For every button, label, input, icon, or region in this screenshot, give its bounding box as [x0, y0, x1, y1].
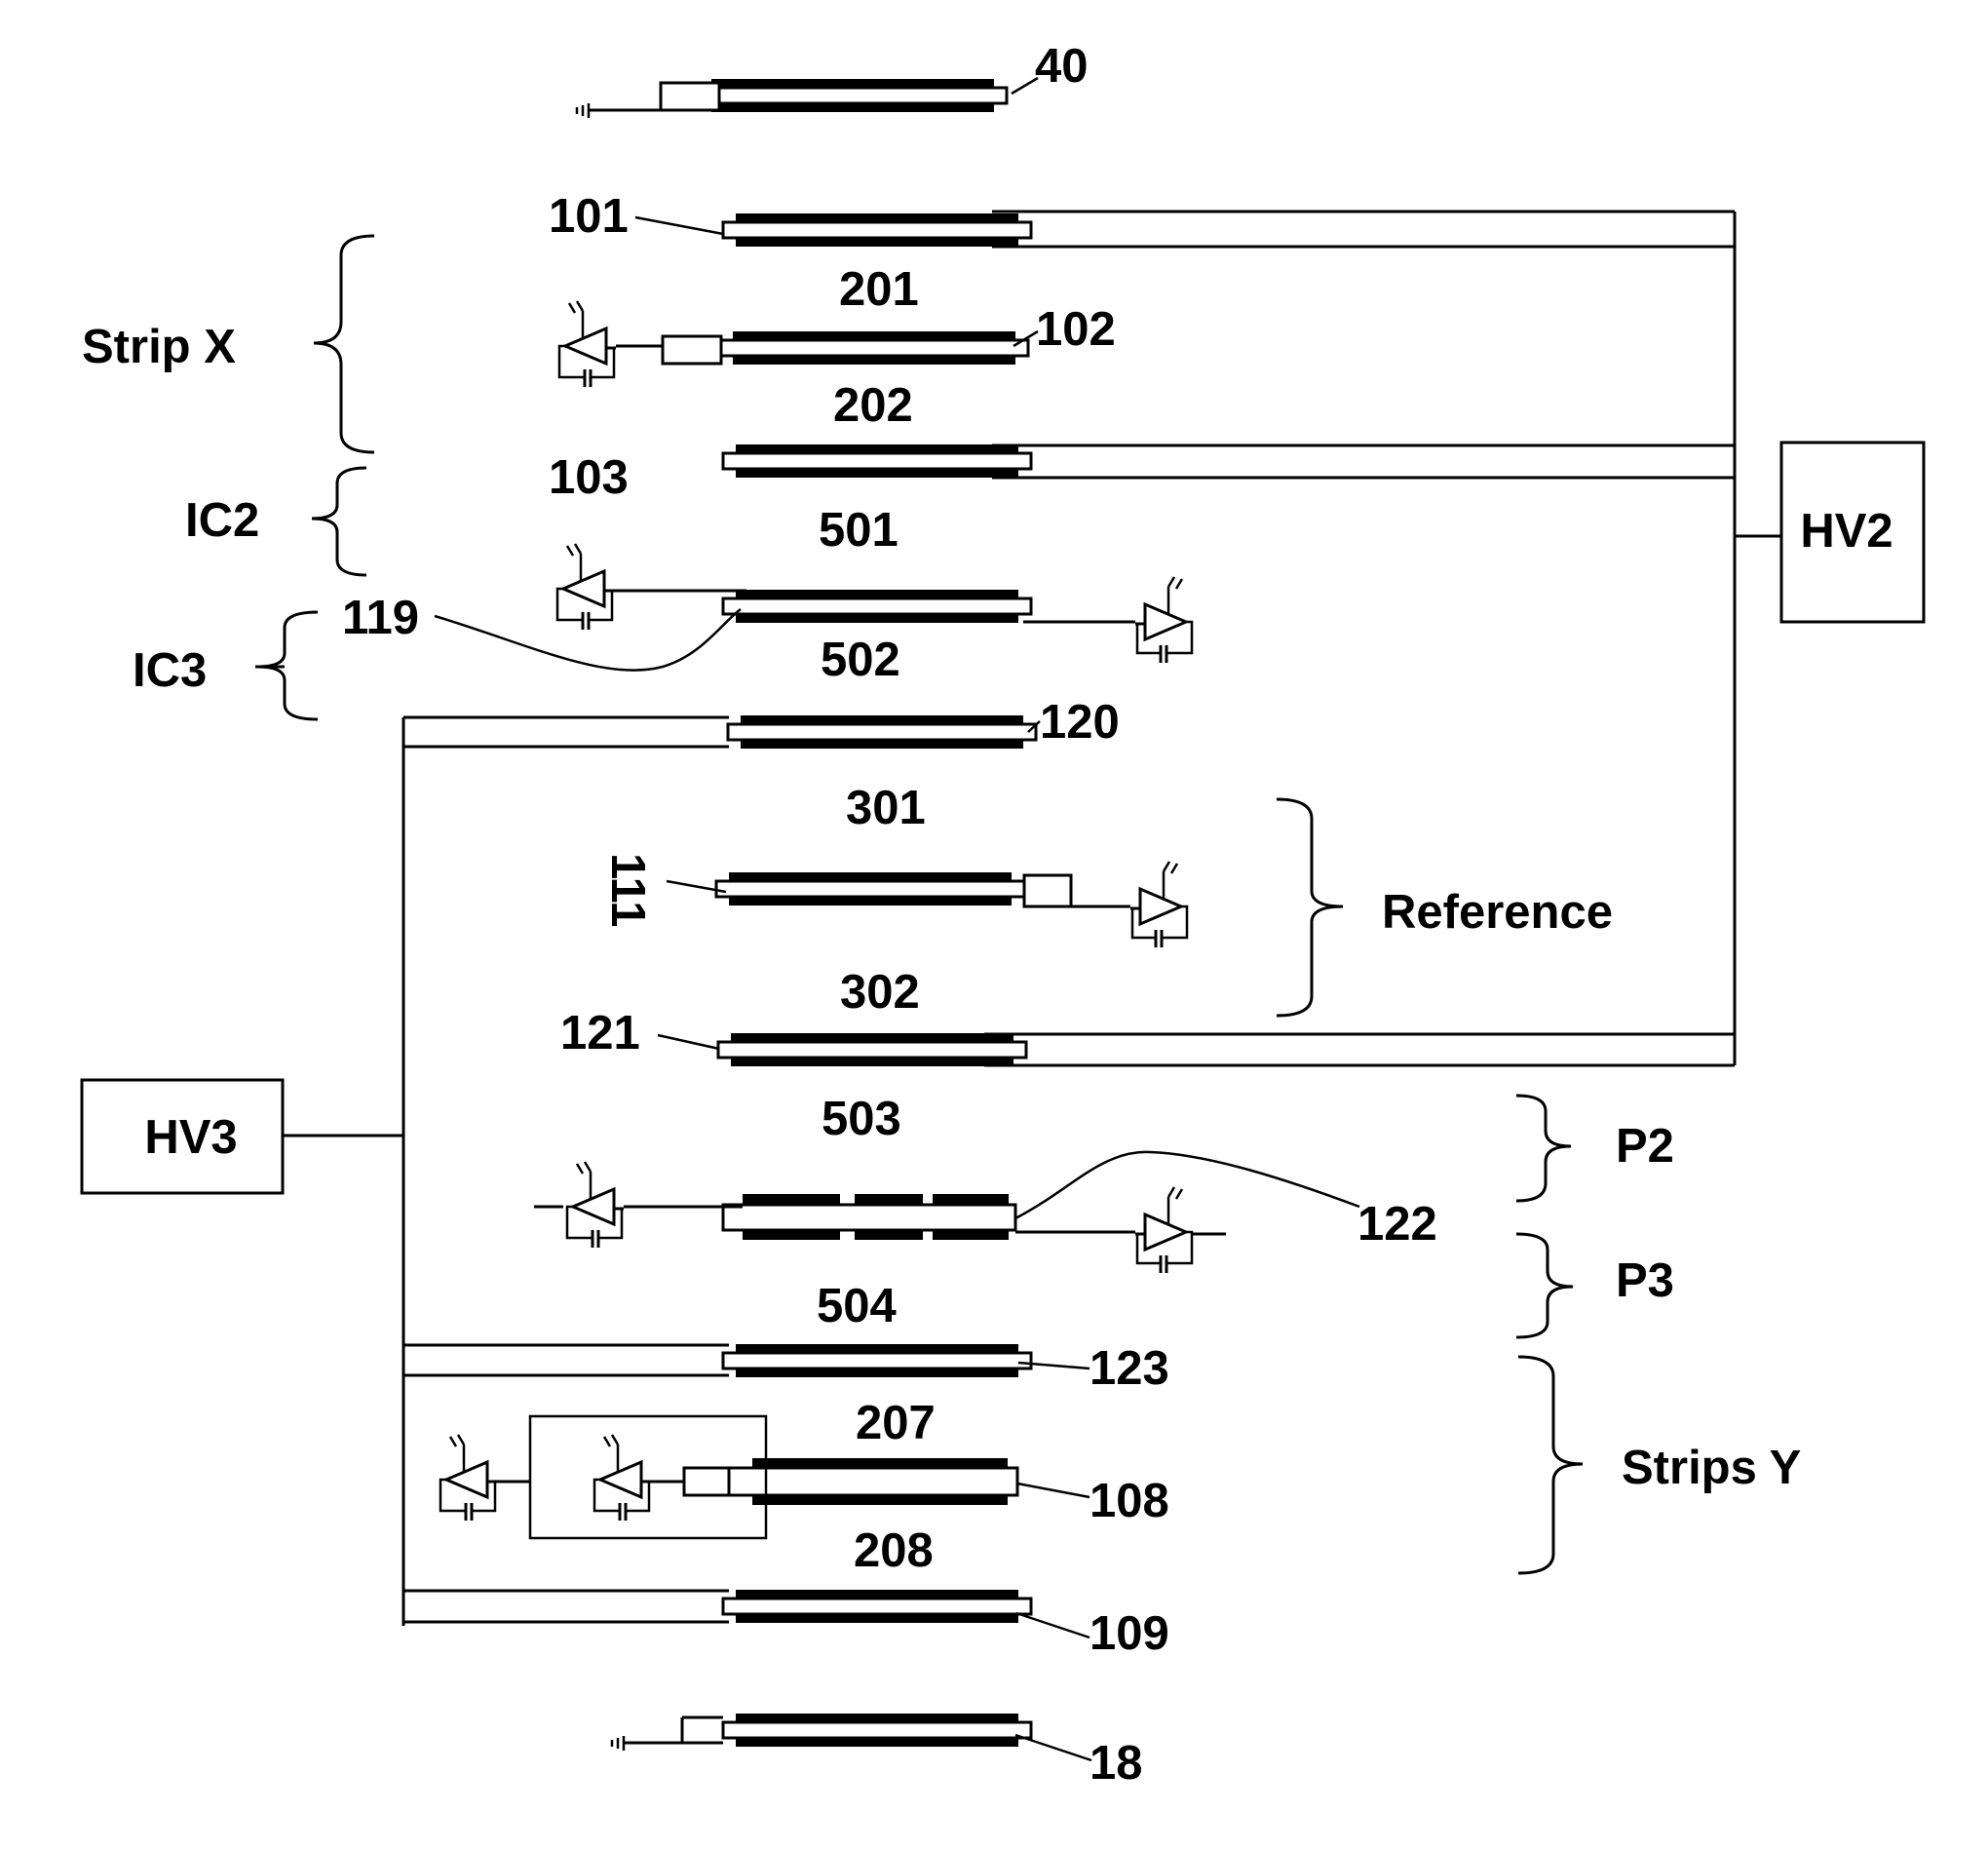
- plate-120: [728, 715, 1036, 749]
- label-101: 101: [549, 190, 629, 243]
- brace-strips-y: [1518, 1357, 1583, 1573]
- plate-102: [559, 301, 1028, 387]
- label-501: 501: [819, 504, 898, 557]
- label-302: 302: [840, 966, 920, 1019]
- plate-40: [577, 79, 1007, 118]
- group-label-strips-y: Strips Y: [1622, 1442, 1801, 1494]
- plate-101: [723, 213, 1031, 247]
- label-202: 202: [833, 379, 913, 432]
- group-label-ic3: IC3: [133, 644, 207, 697]
- group-label-ic2: IC2: [185, 494, 259, 547]
- label-108: 108: [1090, 1475, 1169, 1527]
- amplifier-122-left: [567, 1162, 624, 1248]
- brace-reference: [1277, 799, 1343, 1016]
- label-111: 111: [601, 853, 654, 927]
- hv3-wiring: [283, 717, 729, 1626]
- brace-strip-x: [314, 236, 374, 452]
- label-18: 18: [1090, 1737, 1143, 1790]
- label-504: 504: [817, 1280, 897, 1332]
- label-120: 120: [1040, 696, 1120, 749]
- label-207: 207: [856, 1397, 936, 1449]
- amplifier-102: [559, 301, 616, 387]
- leader-lines: [435, 78, 1359, 1760]
- group-label-reference: Reference: [1382, 886, 1613, 939]
- hv2-label: HV2: [1800, 505, 1892, 558]
- group-label-p2: P2: [1616, 1120, 1674, 1173]
- label-103: 103: [549, 451, 629, 504]
- label-122: 122: [1357, 1198, 1437, 1251]
- label-40: 40: [1035, 40, 1089, 93]
- label-301: 301: [846, 782, 926, 834]
- brace-ic2: [312, 468, 366, 575]
- brace-p3: [1516, 1234, 1573, 1337]
- label-123: 123: [1090, 1342, 1169, 1395]
- hv2-supply: HV2: [1781, 443, 1924, 622]
- hv3-label: HV3: [144, 1111, 237, 1164]
- amplifier-119-right: [1135, 577, 1192, 663]
- label-102: 102: [1036, 303, 1116, 356]
- amplifier-111: [1130, 862, 1187, 947]
- group-label-strip-x: Strip X: [82, 321, 236, 373]
- label-109: 109: [1090, 1607, 1169, 1660]
- label-208: 208: [854, 1524, 934, 1577]
- amplifier-122-right: [1135, 1187, 1192, 1273]
- label-502: 502: [821, 634, 900, 686]
- amplifier-108-inner: [594, 1435, 651, 1521]
- group-label-p3: P3: [1616, 1254, 1674, 1307]
- hv3-supply: HV3: [82, 1080, 283, 1193]
- label-503: 503: [822, 1093, 901, 1145]
- label-119: 119: [342, 592, 419, 644]
- brace-p2: [1516, 1096, 1571, 1201]
- plate-123: [723, 1344, 1031, 1377]
- plate-18: [612, 1714, 1031, 1751]
- plate-103: [723, 444, 1031, 478]
- plate-122: [534, 1162, 1226, 1273]
- plate-121: [718, 1033, 1026, 1066]
- amplifier-108-outer: [440, 1435, 497, 1521]
- label-201: 201: [839, 263, 919, 316]
- label-121: 121: [560, 1007, 640, 1060]
- amplifier-119-left: [557, 544, 614, 630]
- plate-109: [723, 1590, 1031, 1623]
- plate-111: [716, 862, 1187, 947]
